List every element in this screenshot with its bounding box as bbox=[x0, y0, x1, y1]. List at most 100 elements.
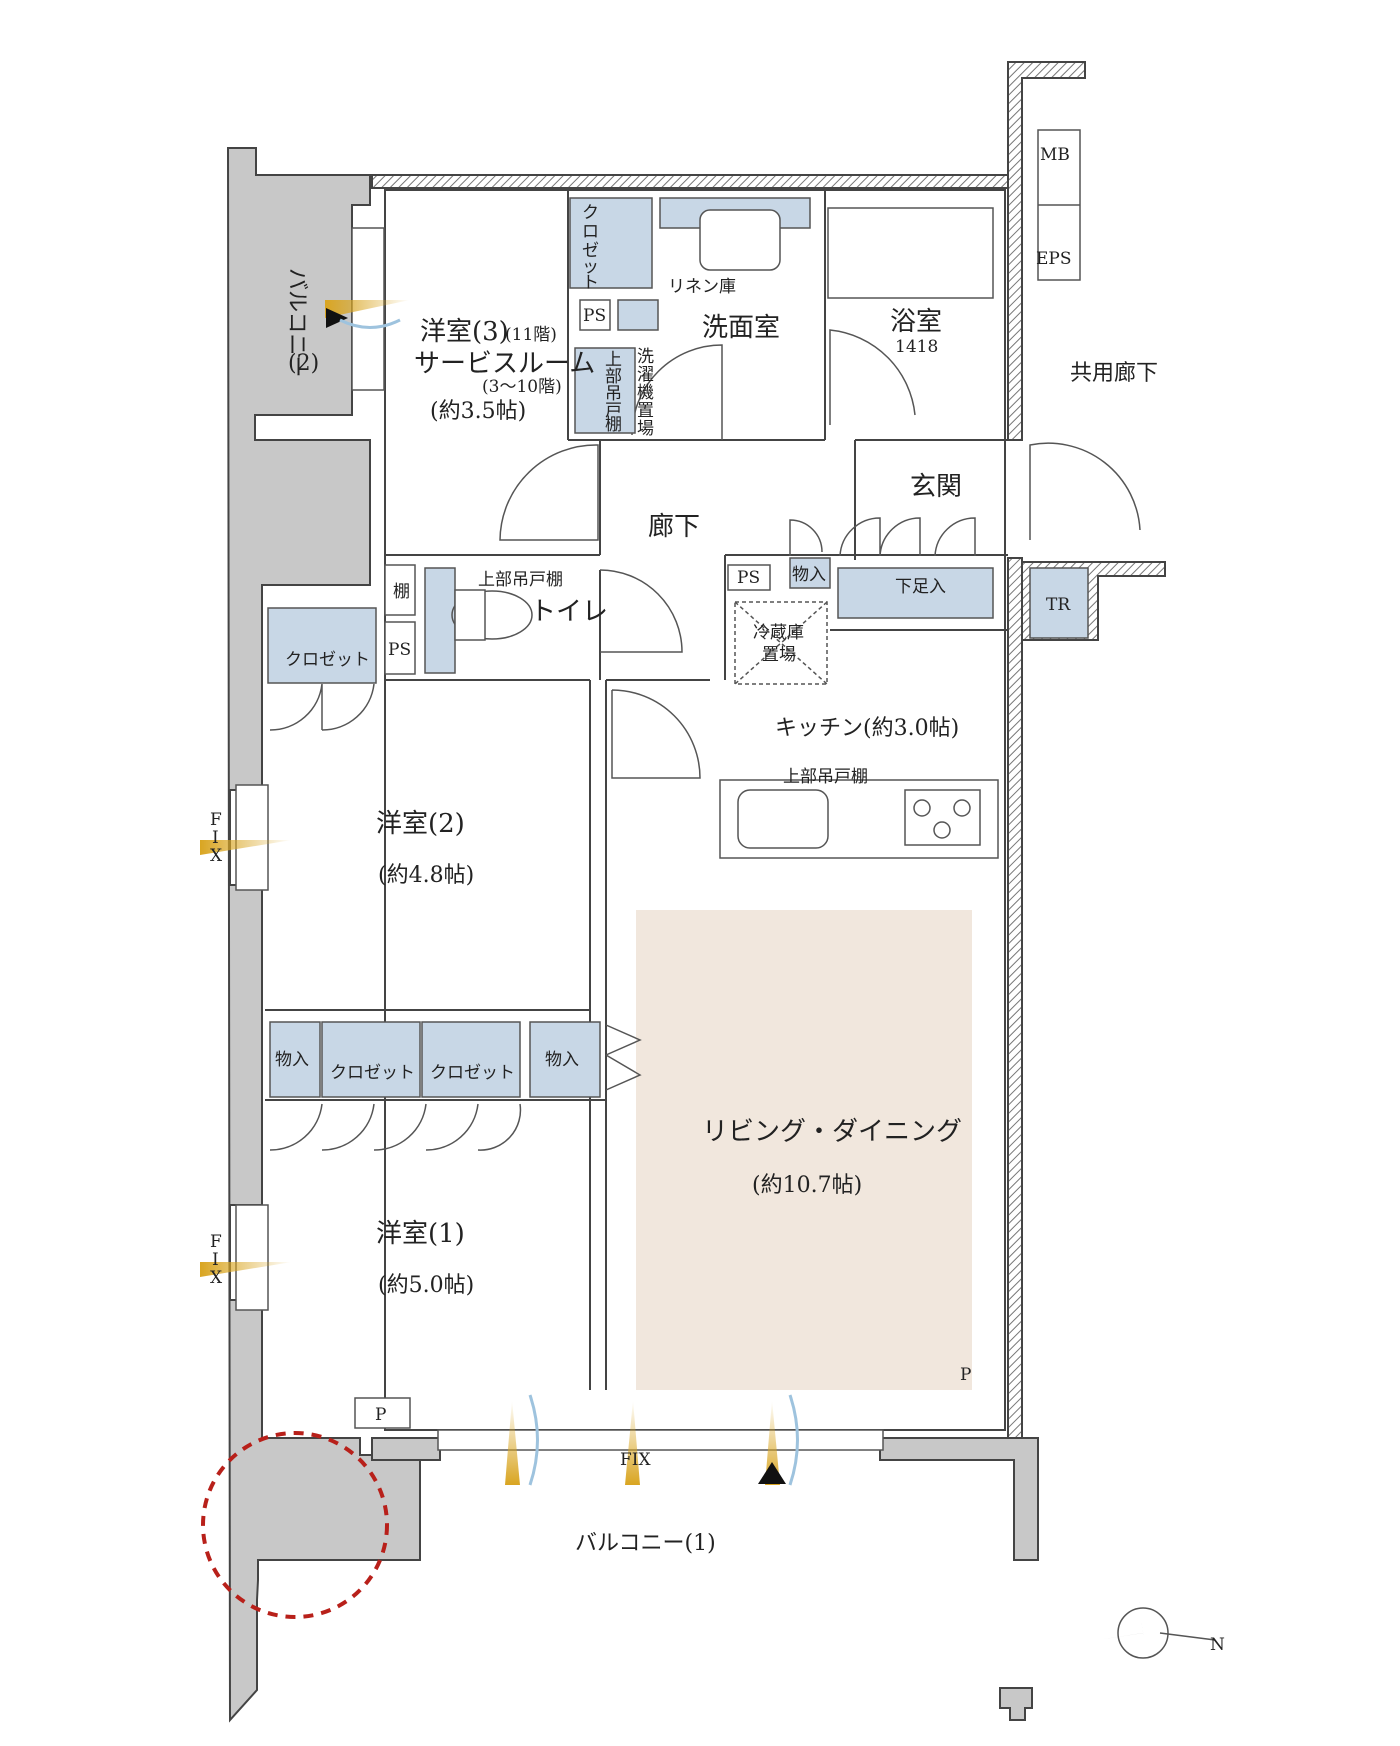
upper-char-5: 棚 bbox=[605, 415, 622, 435]
toilet-bowl-icon bbox=[451, 590, 533, 640]
toilet-tank bbox=[454, 589, 486, 641]
common-corridor-label: 共用廊下 bbox=[1070, 361, 1158, 386]
washer-char-3: 機 bbox=[637, 383, 654, 403]
toilet-upper-cabinet bbox=[424, 567, 456, 674]
p-box-balcony bbox=[354, 1397, 411, 1429]
service-room-floors: (3～10階) bbox=[482, 377, 562, 397]
hallway-label: 廊下 bbox=[648, 512, 700, 542]
western1-label: 洋室(1) bbox=[376, 1219, 465, 1249]
burner-icon bbox=[953, 799, 971, 817]
linen-label: リネン庫 bbox=[668, 277, 736, 297]
fix-label-living: FIX bbox=[620, 1450, 652, 1470]
washer-upper-cabinet bbox=[574, 347, 636, 434]
balcony1-label: バルコニー(1) bbox=[575, 1531, 716, 1556]
wind-arrow-icon bbox=[505, 1400, 520, 1485]
shelf-toilet bbox=[384, 564, 416, 616]
shoe-storage-label: 下足入 bbox=[895, 577, 946, 597]
washer-char-2: 濯 bbox=[637, 365, 654, 385]
fix-label-v1: F bbox=[210, 1232, 222, 1252]
closet-label-western1-b: クロゼット bbox=[430, 1063, 515, 1083]
room-labels: 洋室(3) (11階) サービスルーム (3～10階) (約3.5帖) 洋室(2… bbox=[284, 268, 1158, 1556]
door-bath[interactable] bbox=[829, 329, 916, 425]
window-western1 bbox=[235, 1204, 269, 1311]
tr-label: TR bbox=[1046, 595, 1071, 615]
wash-basin bbox=[699, 209, 781, 271]
door-storage-hall[interactable] bbox=[789, 519, 823, 556]
washroom-label: 洗面室 bbox=[702, 313, 780, 343]
upper-char-3: 吊 bbox=[605, 384, 622, 404]
doors[interactable] bbox=[269, 329, 1141, 1151]
mb-label: MB bbox=[1040, 145, 1070, 165]
north-label: N bbox=[1210, 1635, 1225, 1655]
washer-char-4: 置 bbox=[637, 401, 654, 421]
partitions bbox=[265, 189, 1008, 1431]
fix-label-v3: X bbox=[210, 846, 223, 866]
kitchen-label: キッチン(約3.0帖) bbox=[775, 716, 959, 741]
window-living bbox=[437, 1429, 884, 1451]
door-kitchen[interactable] bbox=[611, 689, 701, 779]
bath-label: 浴室 bbox=[890, 307, 942, 337]
door-shoe-storage[interactable] bbox=[839, 517, 976, 557]
closet-western2 bbox=[267, 607, 377, 684]
door-closet-western2[interactable] bbox=[269, 683, 375, 731]
wind-arrow-icon bbox=[200, 840, 292, 855]
closet-label-western2: クロゼット bbox=[285, 650, 370, 670]
airflow-wave-icon bbox=[788, 1394, 799, 1486]
shoe-storage bbox=[837, 567, 994, 619]
airflow-wave-icon bbox=[339, 318, 401, 329]
bath-size: 1418 bbox=[895, 337, 938, 357]
closet-vertical-2: ロ bbox=[582, 222, 599, 242]
upper-cabinet-label-kitchen: 上部吊戸棚 bbox=[783, 767, 868, 787]
ps-box-kitchen bbox=[727, 564, 771, 591]
closet-western1-b bbox=[421, 1021, 521, 1098]
service-room-label: サービスルーム bbox=[414, 349, 595, 379]
door-storage-ld[interactable] bbox=[605, 1024, 642, 1091]
balcony2-num: (2) bbox=[288, 351, 319, 376]
door-western3[interactable] bbox=[499, 444, 599, 541]
eps-label: EPS bbox=[1036, 249, 1072, 269]
western3-floor-label: (11階) bbox=[505, 325, 557, 345]
western3-label: 洋室(3) bbox=[420, 317, 509, 347]
upper-char-2: 部 bbox=[605, 367, 622, 387]
p-label-balcony: P bbox=[375, 1405, 386, 1425]
kitchen-sink bbox=[737, 789, 829, 849]
storage-label-ld: 物入 bbox=[545, 1050, 579, 1070]
wind-arrow-icon bbox=[325, 300, 410, 318]
storage-label-western1: 物入 bbox=[275, 1050, 309, 1070]
entrance-label: 玄関 bbox=[910, 472, 962, 502]
ps-label-toilet: PS bbox=[388, 640, 411, 660]
fridge-label-1: 冷蔵庫 bbox=[753, 623, 804, 643]
shelf-label: 棚 bbox=[393, 582, 410, 602]
triangle-marker-icon bbox=[758, 1462, 786, 1484]
closet-vertical-1: ク bbox=[582, 203, 599, 223]
compass-icon bbox=[1098, 1590, 1216, 1676]
linen-cabinet bbox=[617, 299, 659, 331]
upper-cabinet-label-toilet: 上部吊戸棚 bbox=[478, 570, 563, 590]
closet-vertical-5: ト bbox=[582, 273, 599, 293]
ps-label-wash: PS bbox=[583, 306, 606, 326]
airflow-indicators bbox=[200, 300, 799, 1486]
ps-box-toilet bbox=[384, 621, 416, 675]
wind-arrow-icon bbox=[765, 1400, 780, 1485]
western3-size: (約3.5帖) bbox=[430, 399, 526, 424]
triangle-marker-icon bbox=[326, 308, 348, 328]
western2-size: (約4.8帖) bbox=[378, 863, 474, 888]
storage-ld bbox=[529, 1021, 601, 1098]
closet-western1-a bbox=[321, 1021, 421, 1098]
highlight-circle bbox=[201, 1431, 389, 1619]
door-closet-western1[interactable] bbox=[269, 1103, 522, 1151]
tr-cabinet bbox=[1029, 567, 1089, 639]
balcony2-label: バルコニー bbox=[284, 268, 309, 378]
fixture-labels: MB EPS TR PS PS PS 棚 クロゼット 物入 クロゼット クロゼッ… bbox=[210, 145, 1225, 1655]
western1-size: (約5.0帖) bbox=[378, 1273, 474, 1298]
storage-label-hall: 物入 bbox=[792, 565, 826, 585]
living-size: (約10.7帖) bbox=[752, 1173, 862, 1198]
burner-icon bbox=[913, 799, 931, 817]
bathtub bbox=[827, 207, 994, 299]
door-toilet[interactable] bbox=[599, 569, 683, 653]
door-entrance[interactable] bbox=[1029, 442, 1141, 540]
upper-char-4: 戸 bbox=[605, 401, 622, 421]
closet-western3 bbox=[569, 197, 653, 289]
storage-western1 bbox=[269, 1021, 321, 1098]
closet-label-western1-a: クロゼット bbox=[330, 1063, 415, 1083]
